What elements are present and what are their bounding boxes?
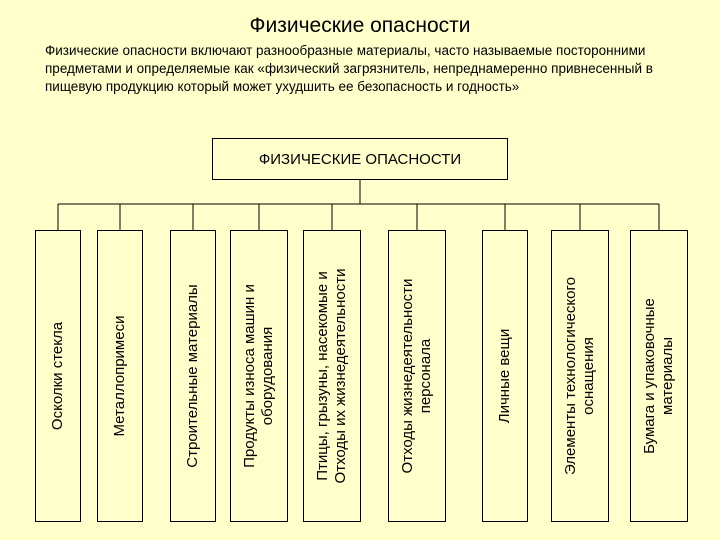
leaf-label: Элементы технологического оснащения bbox=[562, 277, 597, 475]
leaf-pests: Птицы, грызуны, насекомые и Отходы их жи… bbox=[303, 230, 361, 522]
leaf-label: Строительные материалы bbox=[184, 284, 201, 468]
leaf-label: Продукты износа машин и оборудования bbox=[241, 284, 276, 468]
leaf-glass-shards: Осколки стекла bbox=[35, 230, 81, 522]
root-label: ФИЗИЧЕСКИЕ ОПАСНОСТИ bbox=[258, 150, 462, 168]
leaf-building-materials: Строительные материалы bbox=[170, 230, 216, 522]
leaf-label: Птицы, грызуны, насекомые и Отходы их жи… bbox=[314, 268, 349, 484]
leaf-tech-equipment: Элементы технологического оснащения bbox=[551, 230, 609, 522]
leaf-label: Металлопримеси bbox=[111, 315, 128, 437]
leaf-paper-packaging: Бумага и упаковочные материалы bbox=[630, 230, 688, 522]
root-node: ФИЗИЧЕСКИЕ ОПАСНОСТИ bbox=[212, 138, 508, 180]
leaf-machine-wear: Продукты износа машин и оборудования bbox=[230, 230, 288, 522]
page-title: Физические опасности bbox=[249, 14, 471, 37]
leaf-label: Осколки стекла bbox=[49, 321, 66, 431]
leaf-staff-waste: Отходы жизнедеятельности персонала bbox=[388, 230, 446, 522]
leaf-label: Бумага и упаковочные материалы bbox=[641, 298, 676, 454]
leaf-label: Отходы жизнедеятельности персонала bbox=[399, 278, 434, 474]
intro-text: Физические опасности включают разнообраз… bbox=[45, 43, 653, 94]
leaf-label: Личные вещи bbox=[496, 328, 513, 424]
leaf-personal-items: Личные вещи bbox=[482, 230, 528, 522]
leaf-metal-impurities: Металлопримеси bbox=[97, 230, 143, 522]
